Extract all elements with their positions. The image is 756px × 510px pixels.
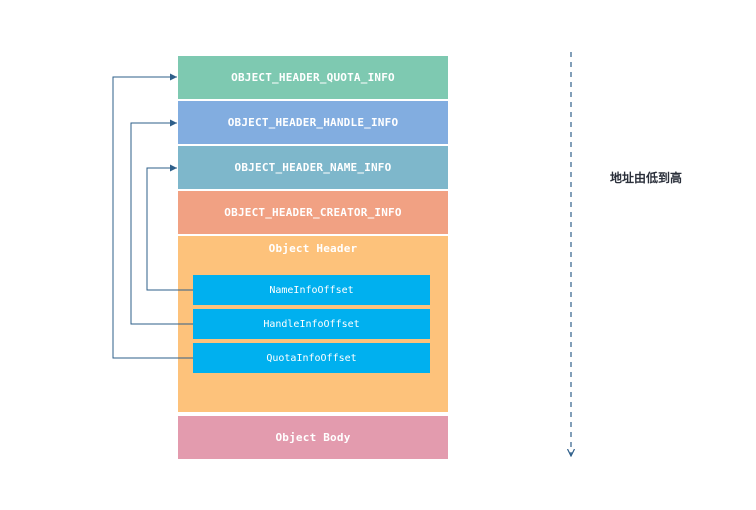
name-info-offset-label: NameInfoOffset [269, 284, 354, 296]
name-info-label: OBJECT_HEADER_NAME_INFO [234, 161, 392, 174]
object-body-block: Object Body [178, 416, 448, 459]
quota-info-offset-label: QuotaInfoOffset [266, 352, 357, 364]
object-header-name-info-block: OBJECT_HEADER_NAME_INFO [178, 146, 448, 189]
name-info-offset-field: NameInfoOffset [193, 275, 430, 305]
name-offset-arrow [146, 164, 193, 291]
quota-info-label: OBJECT_HEADER_QUOTA_INFO [231, 71, 395, 84]
object-header-handle-info-block: OBJECT_HEADER_HANDLE_INFO [178, 101, 448, 144]
object-header-title: Object Header [268, 242, 358, 255]
handle-info-offset-field: HandleInfoOffset [193, 309, 430, 339]
handle-info-label: OBJECT_HEADER_HANDLE_INFO [227, 116, 399, 129]
handle-info-offset-label: HandleInfoOffset [263, 318, 360, 330]
object-header-creator-info-block: OBJECT_HEADER_CREATOR_INFO [178, 191, 448, 234]
object-body-label: Object Body [275, 431, 351, 444]
handle-offset-arrow [130, 119, 193, 325]
address-direction-label: 地址由低到高 [610, 171, 683, 185]
quota-info-offset-field: QuotaInfoOffset [193, 343, 430, 373]
object-header-quota-info-block: OBJECT_HEADER_QUOTA_INFO [178, 56, 448, 99]
quota-offset-arrow [112, 73, 193, 359]
creator-info-label: OBJECT_HEADER_CREATOR_INFO [224, 206, 402, 219]
